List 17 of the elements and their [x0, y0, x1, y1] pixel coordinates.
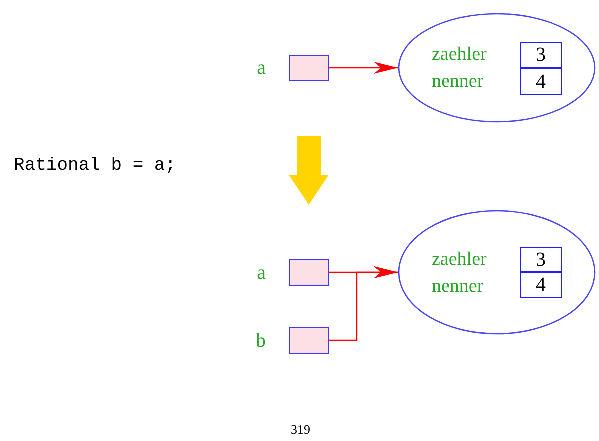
value-field: 3 [520, 42, 562, 68]
pointer-arrow [329, 62, 398, 74]
value-field: 4 [520, 272, 562, 298]
pointer-arrow [329, 266, 398, 342]
field-name: zaehler [432, 43, 487, 67]
value-field: 4 [520, 68, 562, 95]
object-ellipse [398, 210, 596, 335]
object-ellipse [398, 13, 596, 123]
variable-name: b [256, 330, 266, 350]
page-number: 319 [291, 421, 310, 439]
field-name: nenner [432, 274, 485, 298]
variable-name: a [257, 262, 266, 282]
value-field: 3 [520, 247, 562, 272]
code-statement: Rational b = a; [14, 155, 176, 178]
field-name: zaehler [432, 248, 487, 272]
variable-name: a [257, 58, 266, 78]
field-name: nenner [432, 70, 485, 94]
